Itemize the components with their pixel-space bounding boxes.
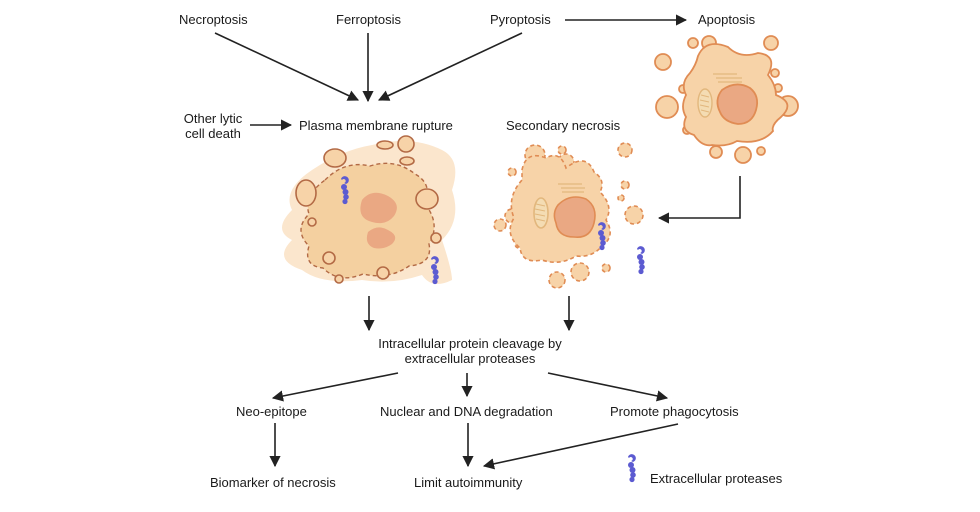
arrow-pyroptosis-to-rupture — [377, 32, 523, 101]
nucleus-fragment — [366, 227, 396, 249]
node-other-lytic-cell-death: Other lytic cell death — [180, 111, 246, 141]
nucleus — [553, 196, 596, 239]
cleavage-line2: extracellular proteases — [404, 351, 536, 366]
node-plasma-membrane-rupture: Plasma membrane rupture — [299, 118, 453, 133]
arrow-phagocytosis-to-autoimmunity — [482, 423, 679, 470]
protease-icon — [628, 454, 636, 483]
node-neo-epitope: Neo-epitope — [236, 404, 307, 419]
arrow-cleavage-to-neoepitope — [271, 372, 399, 402]
node-necroptosis: Necroptosis — [179, 12, 248, 27]
arrow-necroptosis-to-rupture — [214, 32, 360, 101]
node-nuclear-dna-degradation: Nuclear and DNA degradation — [380, 404, 553, 419]
apoptotic-cell-illustration — [654, 35, 799, 164]
other-lytic-line2: cell death — [185, 126, 241, 141]
node-protein-cleavage: Intracellular protein cleavage by extrac… — [360, 336, 580, 366]
node-promote-phagocytosis: Promote phagocytosis — [610, 404, 739, 419]
node-biomarker-of-necrosis: Biomarker of necrosis — [210, 475, 336, 490]
node-ferroptosis: Ferroptosis — [336, 12, 402, 27]
arrow-apoptosis-to-secondary — [657, 176, 741, 224]
nucleus — [716, 83, 759, 125]
node-secondary-necrosis: Secondary necrosis — [506, 118, 621, 133]
node-apoptosis: Apoptosis — [698, 12, 756, 27]
arrows — [214, 14, 741, 470]
nucleus-fragment — [360, 192, 397, 224]
secondary-necrosis-cell-illustration — [493, 142, 645, 289]
arrow-cleavage-to-phagocytosis — [547, 372, 669, 402]
other-lytic-line1: Other lytic — [183, 111, 243, 126]
node-limit-autoimmunity: Limit autoimmunity — [414, 475, 523, 490]
node-pyroptosis: Pyroptosis — [490, 12, 551, 27]
mitochondrion — [697, 88, 713, 118]
lytic-cell-body — [300, 162, 435, 279]
legend-label-extracellular-proteases: Extracellular proteases — [650, 471, 783, 486]
cleavage-line1: Intracellular protein cleavage by — [378, 336, 562, 351]
lytic-cell-illustration — [282, 135, 456, 285]
